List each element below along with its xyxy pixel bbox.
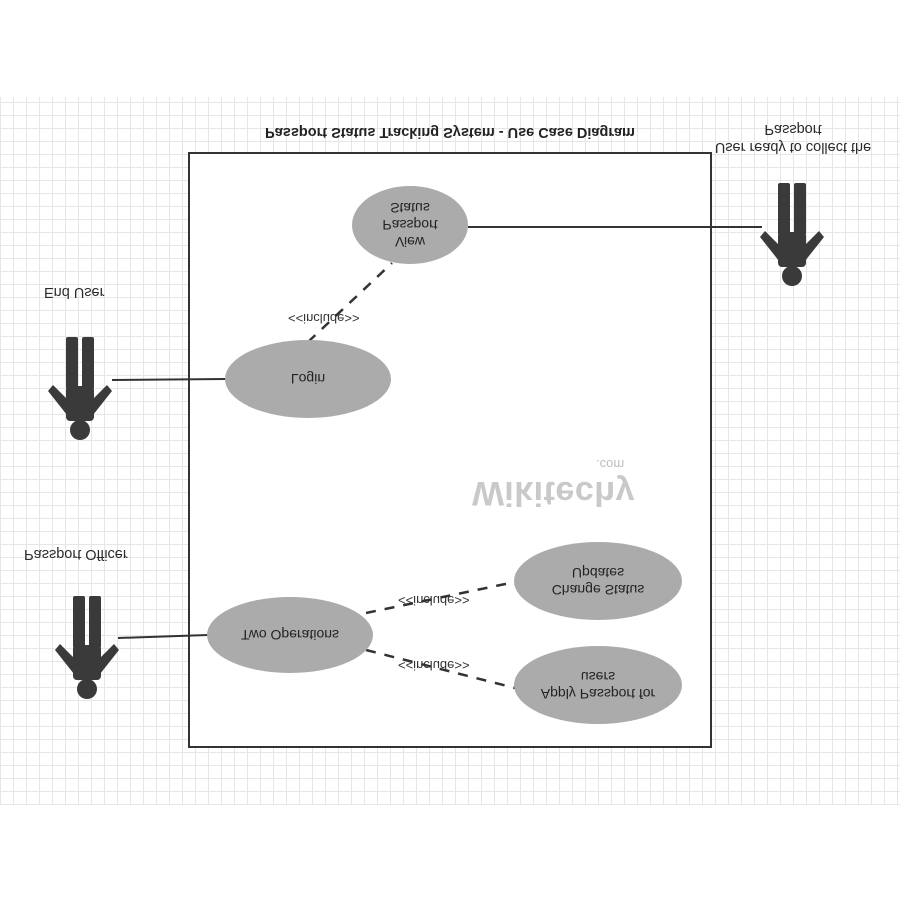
use-case-change-status: Change Status Updates <box>514 542 682 620</box>
actor-label-user-collect: User ready to collect the Passport <box>714 121 872 155</box>
use-case-label: Two Operations <box>240 627 340 644</box>
use-case-view-status: View Passport Status <box>352 186 468 264</box>
association-end-user-login <box>111 378 227 381</box>
diagram-title: Passport Status Tracking System - Use Ca… <box>265 124 635 140</box>
include-label-apply-passport: <<include>> <box>398 658 470 673</box>
user-collect-actor-icon <box>760 183 824 286</box>
use-case-login: Login <box>225 340 391 418</box>
include-line-change-status <box>365 580 516 615</box>
include-label-view-status: <<include>> <box>288 311 360 326</box>
use-case-label: View Passport Status <box>382 200 438 251</box>
use-case-two-operations: Two Operations <box>207 597 373 673</box>
watermark-subtext: .com <box>596 457 625 472</box>
include-line-view-status <box>307 262 393 343</box>
actor-label-end-user: End User <box>44 284 105 300</box>
association-passport-officer-two-operations <box>117 634 209 639</box>
use-case-label: Change Status Updates <box>551 565 645 598</box>
passport-officer-actor-icon <box>55 596 119 699</box>
actor-label-passport-officer: Passport Officer <box>24 546 128 562</box>
include-line-apply-passport <box>365 648 516 690</box>
use-case-apply-passport: Apply Passport for users <box>514 646 682 724</box>
end-user-actor-icon <box>48 337 112 440</box>
watermark-text: Wikitechy <box>472 474 635 512</box>
use-case-label: Login <box>290 371 326 388</box>
include-label-change-status: <<include>> <box>398 593 470 608</box>
use-case-label: Apply Passport for users <box>540 669 656 702</box>
watermark-logo: Wikitechy .com <box>472 452 662 512</box>
